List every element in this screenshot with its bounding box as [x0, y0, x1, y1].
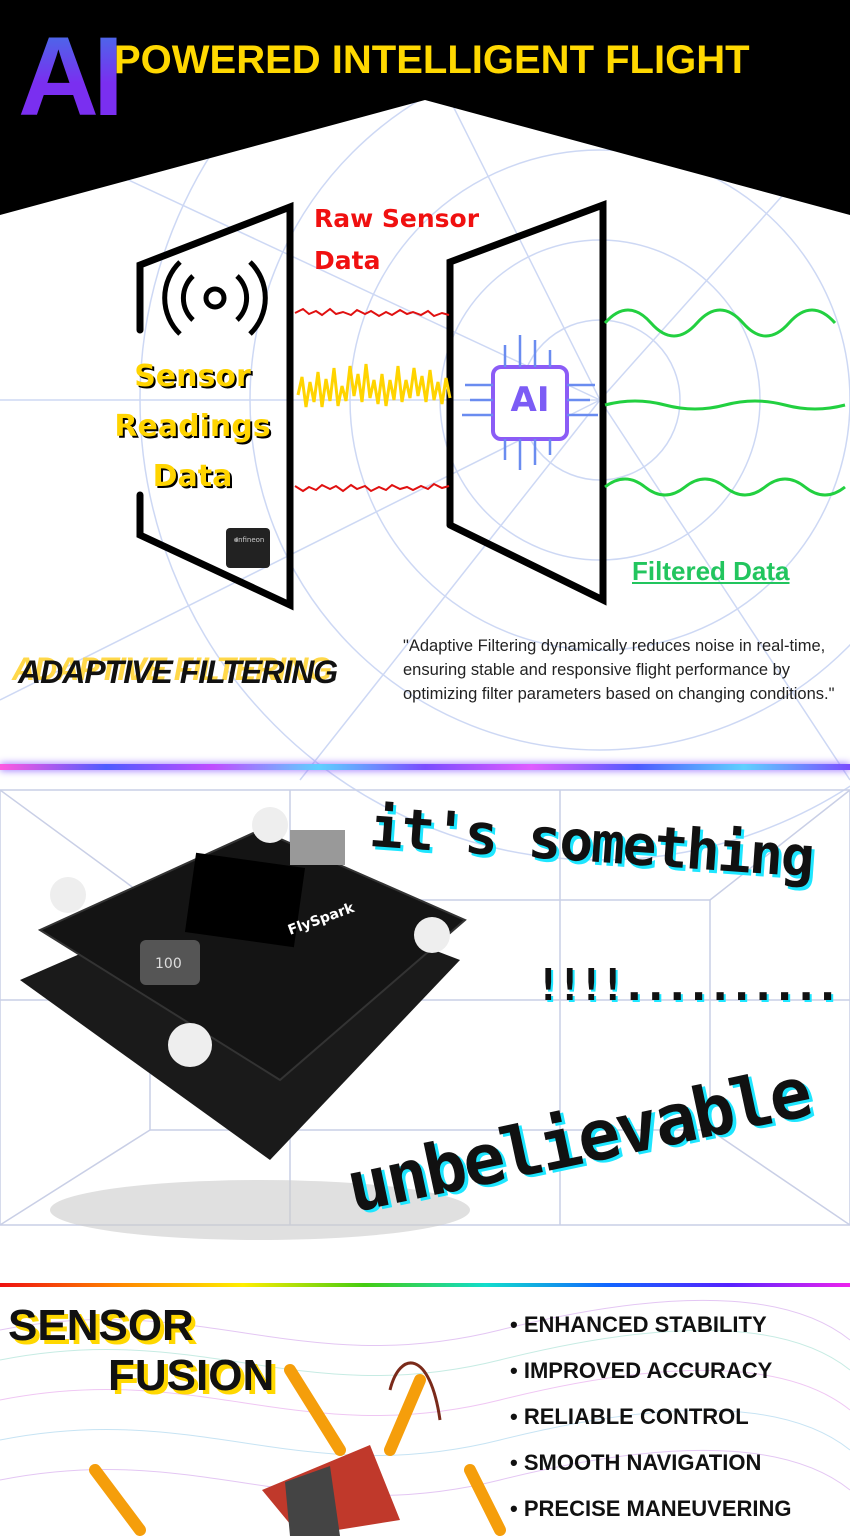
sensor-readings-label: Sensor Readings Data	[114, 359, 271, 494]
title-ai: AI	[18, 14, 124, 139]
inductor-label: 100	[155, 956, 182, 972]
ai-panel	[446, 199, 607, 606]
benefit-item: IMPROVED ACCURACY	[510, 1348, 845, 1394]
signal-icon	[162, 260, 268, 336]
ai-chip-icon	[462, 335, 598, 470]
rainbow-divider	[0, 1283, 850, 1287]
sensor-fusion-heading-2: FUSION	[108, 1351, 275, 1400]
chip-brand: Infineon	[236, 536, 265, 544]
filtered-wave-2	[604, 399, 846, 411]
glow-divider	[0, 764, 850, 770]
benefit-item: RELIABLE CONTROL	[510, 1394, 845, 1440]
raw-wave-mid	[296, 363, 452, 408]
page-title: POWERED INTELLIGENT FLIGHT	[114, 38, 750, 82]
ai-chip-label: AI	[510, 380, 550, 420]
benefit-item: SMOOTH NAVIGATION	[510, 1440, 845, 1486]
sensor-fusion-heading-1: SENSOR	[8, 1301, 194, 1350]
filtered-data-label: Filtered Data	[632, 556, 790, 586]
filtered-wave-3	[604, 477, 846, 497]
sensor-panel	[136, 201, 294, 611]
sensor-chip-icon	[226, 528, 270, 568]
flight-controller-image: FlySpark 100	[20, 807, 470, 1240]
adaptive-filtering-quote: "Adaptive Filtering dynamically reduces …	[403, 637, 835, 703]
benefit-item: PRECISE MANEUVERING	[510, 1486, 845, 1532]
benefit-item: ENHANCED STABILITY	[510, 1302, 845, 1348]
benefits-list: ENHANCED STABILITY IMPROVED ACCURACY REL…	[510, 1302, 845, 1532]
tagline-line-2: !!!!..........	[535, 960, 841, 1011]
filtered-wave-1	[603, 308, 837, 338]
drone-image	[89, 1361, 506, 1536]
raw-wave-top	[294, 307, 450, 318]
raw-wave-bottom	[294, 482, 450, 493]
header-band	[0, 0, 850, 215]
raw-sensor-label: Raw Sensor Data	[314, 204, 480, 275]
adaptive-filtering-heading: ADAPTIVE FILTERING	[18, 654, 338, 690]
